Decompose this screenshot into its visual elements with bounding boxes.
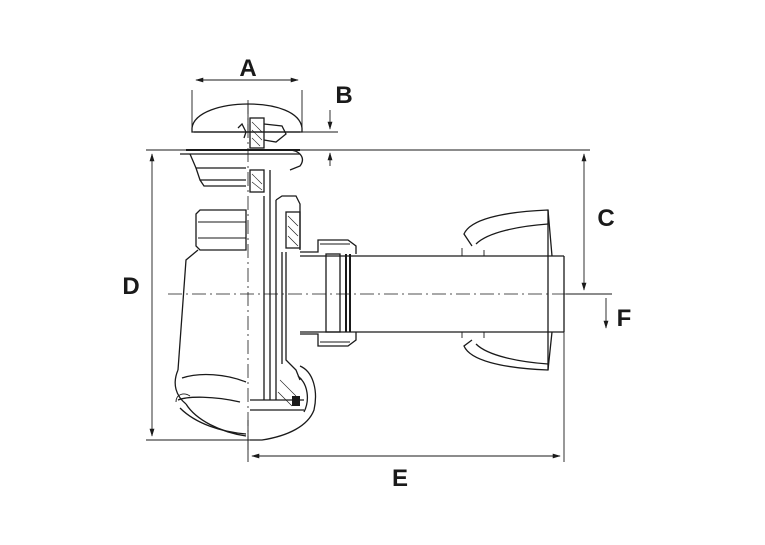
dimension-label-c: C: [597, 205, 614, 232]
dimension-a: A: [191, 55, 303, 128]
dimension-label-e: E: [392, 465, 408, 492]
dimension-label-a: A: [239, 55, 256, 82]
drain-flange: [180, 149, 303, 193]
dimension-c: C: [300, 149, 615, 295]
siphon-body: [174, 209, 247, 437]
dimension-d: D: [122, 149, 250, 441]
dimension-f: F: [566, 293, 632, 332]
dimension-label-d: D: [122, 273, 139, 300]
dimension-label-b: B: [335, 82, 352, 109]
dimension-b: B: [300, 82, 353, 166]
wall-rosette: [463, 209, 553, 371]
dimension-label-f: F: [617, 305, 632, 332]
popup-cap: [191, 103, 303, 149]
dimension-e: E: [247, 332, 565, 492]
siphon-section: [250, 170, 317, 441]
outlet-pipe: [300, 239, 565, 347]
